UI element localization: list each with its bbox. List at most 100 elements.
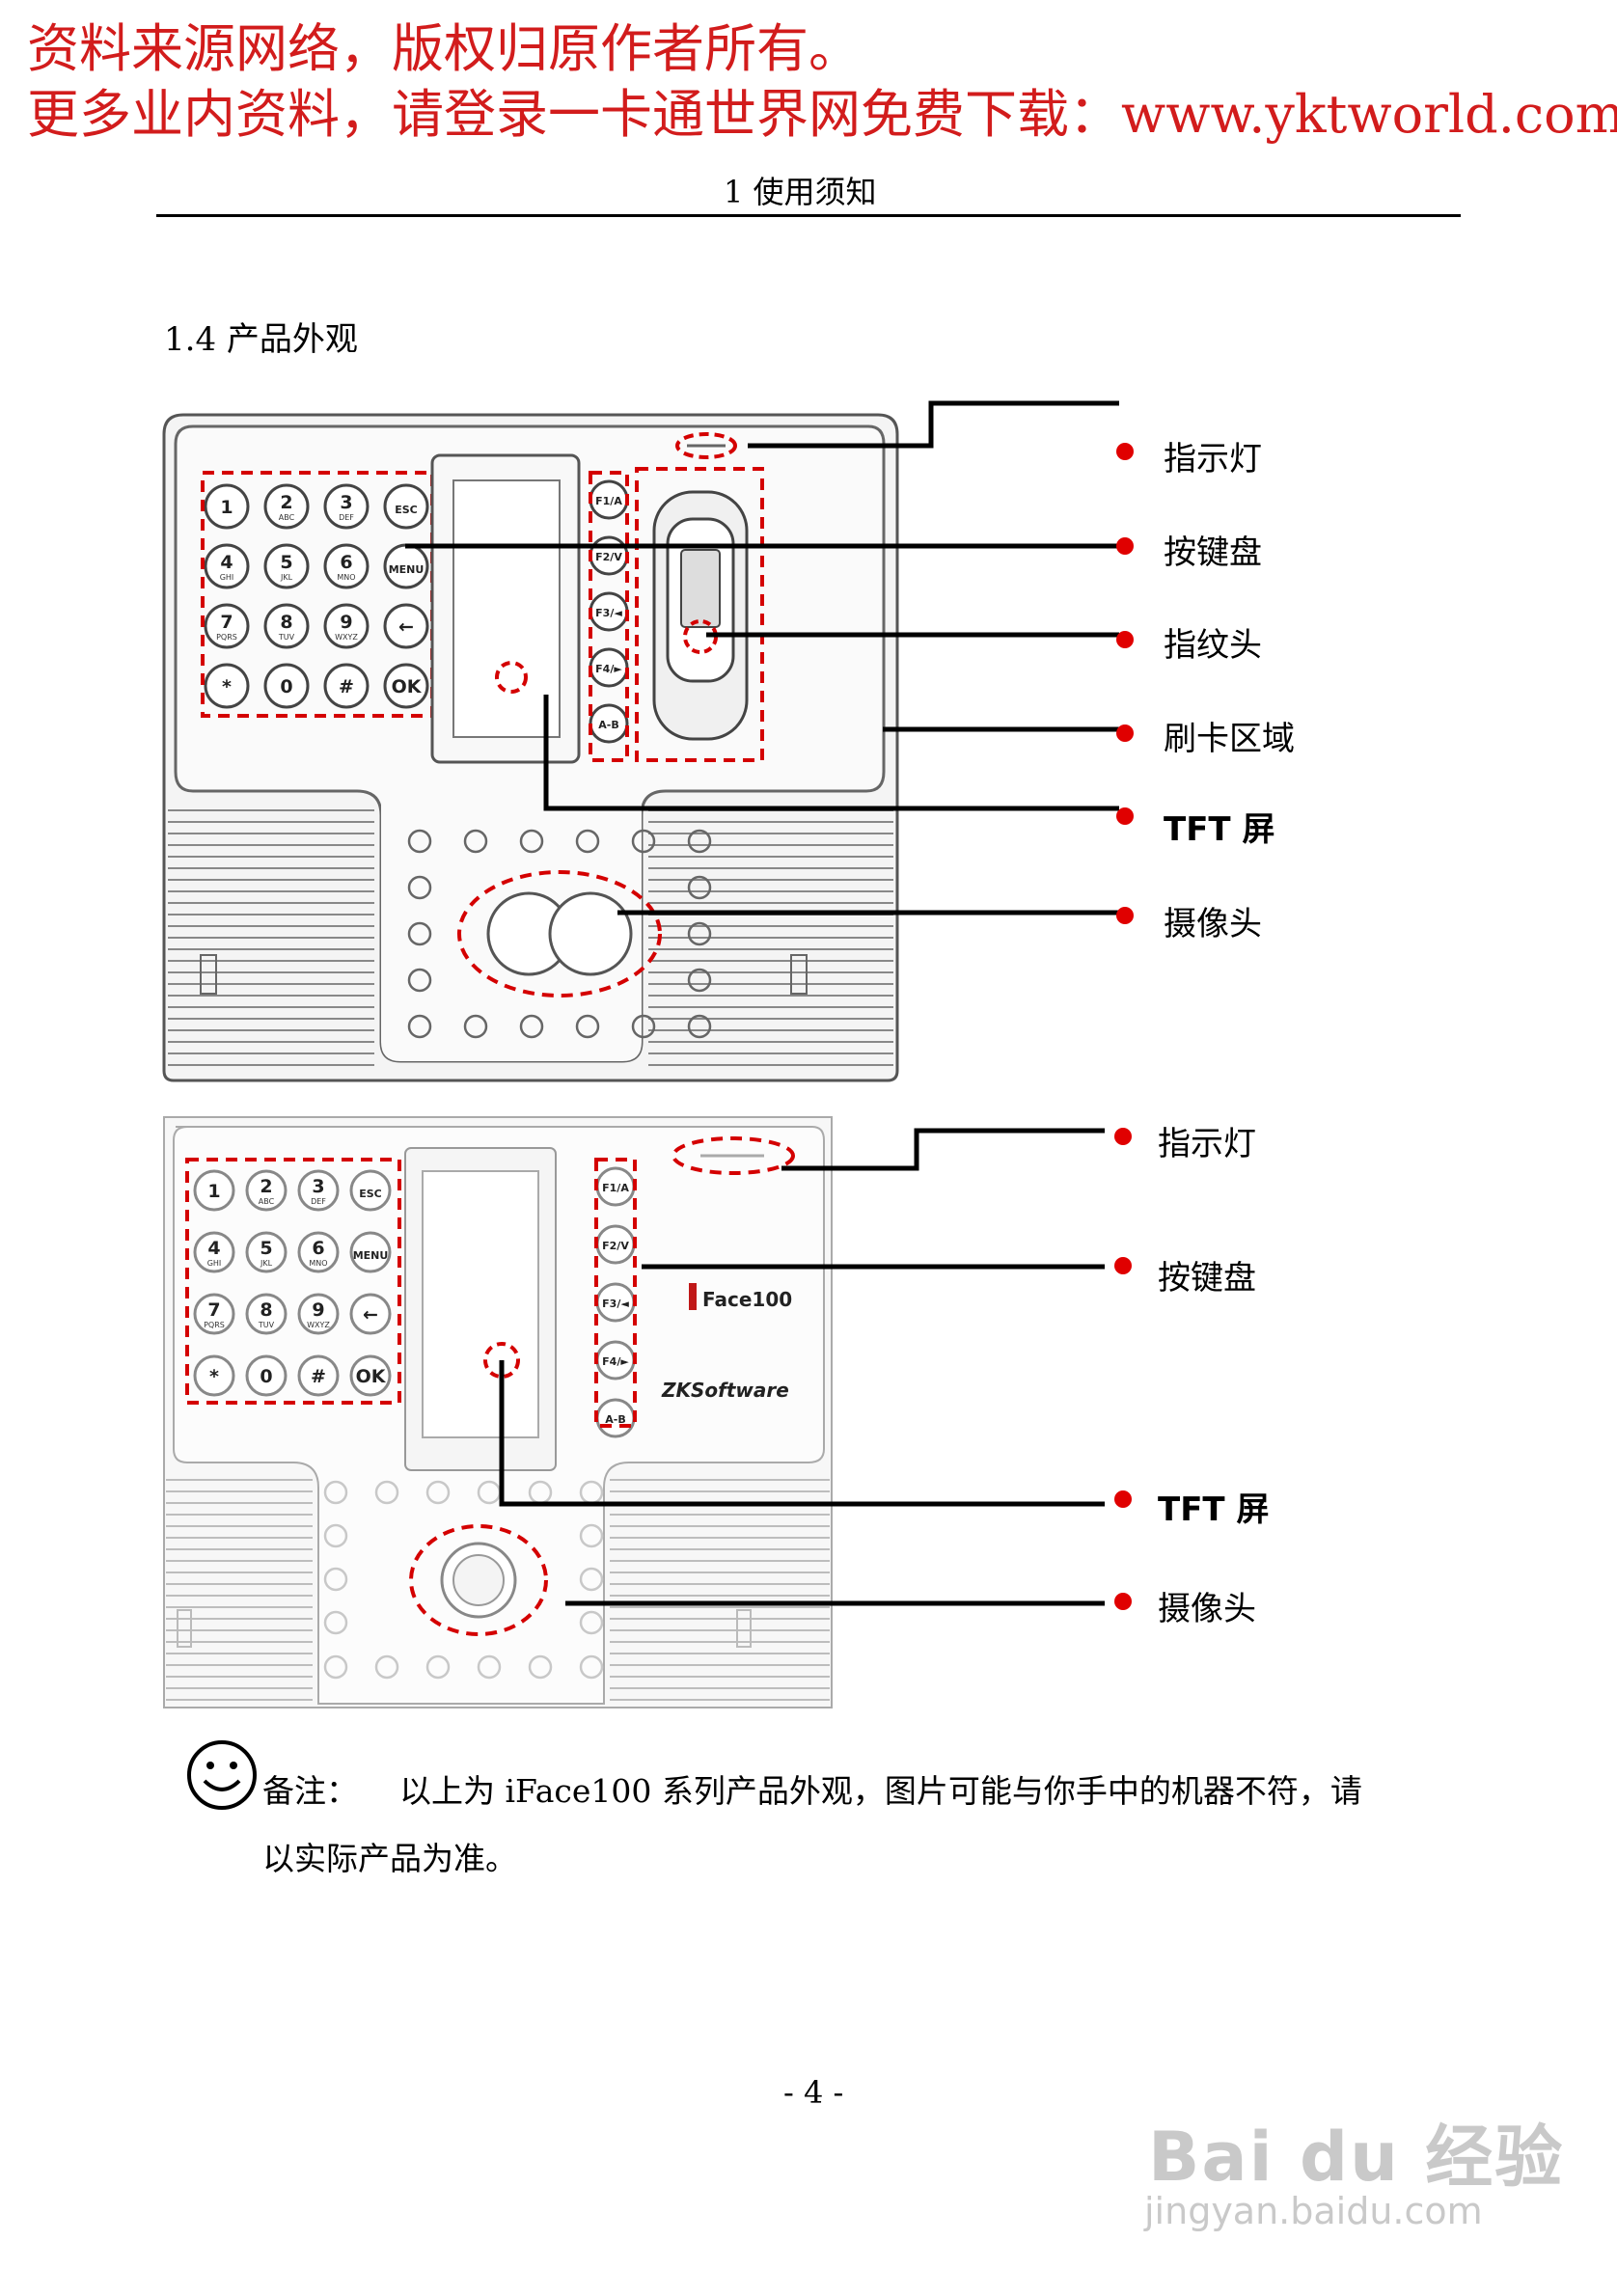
svg-text:←: ← bbox=[363, 1304, 378, 1326]
device2-tft-screen bbox=[422, 1170, 539, 1438]
svg-text:7: 7 bbox=[207, 1299, 220, 1321]
key-13: 0 bbox=[263, 663, 310, 709]
device2-model-label: Face100 bbox=[702, 1288, 792, 1311]
svg-text:#: # bbox=[339, 676, 354, 697]
device2-right-grille bbox=[610, 1479, 830, 1701]
svg-text:MNO: MNO bbox=[337, 573, 355, 582]
svg-text:PQRS: PQRS bbox=[216, 633, 237, 642]
device2-tft-marker bbox=[483, 1342, 520, 1379]
svg-text:MENU: MENU bbox=[389, 563, 425, 576]
note-block: 备注： 以上为 iFace100 系列产品外观，图片可能与你手中的机器不符，请 … bbox=[262, 1758, 1468, 1893]
svg-text:6: 6 bbox=[312, 1238, 324, 1259]
svg-text:5: 5 bbox=[280, 552, 292, 573]
callout2-keypad: 按键盘 bbox=[1158, 1259, 1256, 1298]
svg-text:3: 3 bbox=[340, 492, 352, 513]
svg-text:←: ← bbox=[398, 616, 414, 638]
svg-text:3: 3 bbox=[312, 1176, 324, 1197]
svg-text:F1/A: F1/A bbox=[595, 495, 622, 507]
device1-callout-lines bbox=[405, 400, 1134, 924]
svg-text:8: 8 bbox=[260, 1299, 272, 1321]
svg-text:GHI: GHI bbox=[207, 1259, 222, 1268]
svg-text:2: 2 bbox=[280, 492, 292, 513]
svg-text:F3/◄: F3/◄ bbox=[602, 1298, 629, 1310]
svg-text:WXYZ: WXYZ bbox=[335, 633, 358, 642]
key-13: 0 bbox=[245, 1354, 288, 1397]
svg-text:8: 8 bbox=[280, 612, 292, 633]
callout2-indicator: 指示灯 bbox=[1158, 1125, 1256, 1163]
svg-text:1: 1 bbox=[220, 497, 233, 518]
svg-text:OK: OK bbox=[356, 1366, 387, 1387]
svg-text:0: 0 bbox=[260, 1366, 272, 1387]
device2-fkeys-outline bbox=[594, 1158, 637, 1428]
smiley-icon bbox=[187, 1740, 257, 1810]
svg-text:ABC: ABC bbox=[279, 513, 295, 522]
svg-text:PQRS: PQRS bbox=[204, 1321, 225, 1329]
chapter-header: 1 使用须知 bbox=[724, 174, 877, 210]
callout-fingerprint: 指纹头 bbox=[1164, 626, 1262, 665]
header-rule bbox=[156, 214, 1461, 217]
svg-text:TUV: TUV bbox=[278, 633, 295, 642]
svg-text:A-B: A-B bbox=[598, 719, 618, 731]
callout-keypad: 按键盘 bbox=[1164, 533, 1262, 572]
svg-text:F2/V: F2/V bbox=[602, 1240, 629, 1252]
svg-text:ESC: ESC bbox=[359, 1188, 382, 1200]
svg-text:F4/►: F4/► bbox=[602, 1355, 629, 1368]
key-3: ESC bbox=[383, 483, 429, 530]
device1-fkeys-outline bbox=[589, 471, 629, 762]
svg-text:#: # bbox=[311, 1366, 326, 1387]
svg-text:0: 0 bbox=[280, 676, 292, 697]
svg-text:1: 1 bbox=[207, 1181, 220, 1202]
svg-text:ESC: ESC bbox=[395, 504, 418, 516]
svg-text:DEF: DEF bbox=[339, 513, 354, 522]
svg-text:WXYZ: WXYZ bbox=[307, 1321, 330, 1329]
key-3: ESC bbox=[349, 1169, 392, 1212]
svg-text:*: * bbox=[222, 676, 232, 697]
banner-line-2: 更多业内资料，请登录一卡通世界网免费下载：www.yktworld.com bbox=[27, 84, 1617, 145]
svg-text:F3/◄: F3/◄ bbox=[595, 607, 622, 619]
svg-text:*: * bbox=[209, 1366, 219, 1387]
device1-card-area-outline bbox=[635, 467, 764, 762]
key-11: ← bbox=[349, 1293, 392, 1335]
callout2-tft: TFT 屏 bbox=[1158, 1490, 1270, 1529]
device2-camera-marker bbox=[409, 1524, 548, 1636]
svg-text:F1/A: F1/A bbox=[602, 1182, 629, 1194]
note-label: 备注： bbox=[262, 1772, 358, 1810]
svg-text:ABC: ABC bbox=[259, 1197, 275, 1206]
device1-indicator-marker bbox=[675, 432, 737, 459]
device1-tft-marker bbox=[495, 661, 528, 694]
callout-camera: 摄像头 bbox=[1164, 905, 1262, 943]
svg-text:TUV: TUV bbox=[258, 1321, 275, 1329]
device1-ir-dots bbox=[407, 829, 712, 1039]
watermark-url: jingyan.baidu.com bbox=[1144, 2190, 1483, 2232]
svg-text:5: 5 bbox=[260, 1238, 272, 1259]
svg-text:4: 4 bbox=[207, 1238, 220, 1259]
device1-fkeys: F1/AF2/VF3/◄F4/►A-B bbox=[589, 479, 629, 744]
device2-callout-lines bbox=[499, 1128, 1132, 1610]
watermark-logo: Bai du 经验 bbox=[1148, 2118, 1565, 2197]
note-text-2: 以实际产品为准。 bbox=[262, 1840, 517, 1877]
svg-text:9: 9 bbox=[340, 612, 352, 633]
key-15: OK bbox=[383, 663, 429, 709]
svg-text:MENU: MENU bbox=[353, 1249, 389, 1262]
device2-model-mark bbox=[689, 1283, 697, 1310]
device1-tft-screen bbox=[452, 479, 561, 738]
key-12: * bbox=[193, 1354, 235, 1397]
key-15: OK bbox=[349, 1354, 392, 1397]
svg-text:4: 4 bbox=[220, 552, 233, 573]
